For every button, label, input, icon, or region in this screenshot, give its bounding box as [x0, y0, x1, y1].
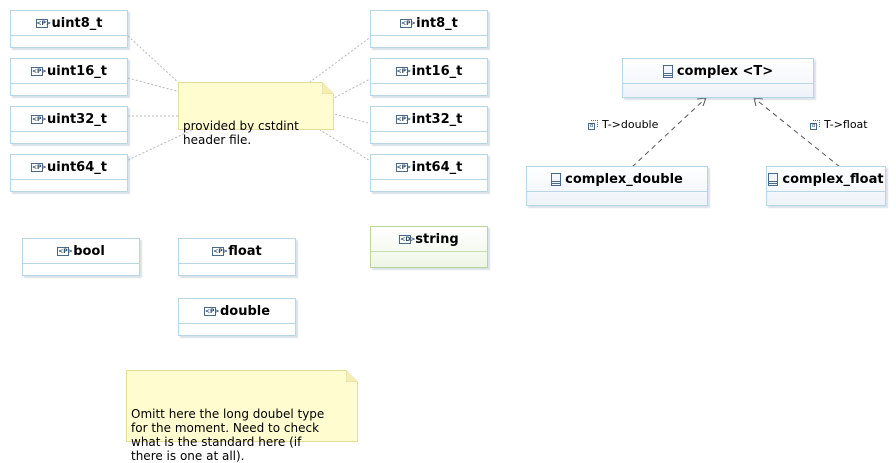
primitive-type-icon: <P>	[395, 162, 412, 172]
primitive-type-icon: <P>	[212, 246, 228, 256]
binding-label-float: B T->float	[810, 118, 868, 131]
binding-arrowhead-double	[696, 97, 707, 107]
note-long-double[interactable]: Omitt here the long doubel type for the …	[126, 370, 358, 463]
primitive-type-icon: <P>	[400, 18, 416, 28]
type-name: string	[415, 231, 459, 247]
primitive-int64[interactable]: <P>int64_t	[370, 154, 488, 192]
type-name: uint64_t	[47, 159, 107, 175]
primitive-type-icon: <P>	[31, 162, 47, 172]
type-name: uint8_t	[51, 15, 103, 31]
note-anchor-int8	[309, 35, 373, 83]
datatype-string[interactable]: <D>string	[370, 226, 488, 268]
primitive-uint64[interactable]: <P>uint64_t	[10, 154, 128, 192]
primitive-type-icon: <P>	[31, 114, 47, 124]
type-name: float	[228, 243, 262, 259]
primitive-int8[interactable]: <P>int8_t	[370, 10, 488, 48]
primitive-double[interactable]: <P>double	[178, 298, 296, 336]
primitive-type-icon: <P>	[203, 306, 220, 316]
binding-text: T->float	[824, 118, 868, 131]
note-anchor-uint16	[127, 77, 181, 93]
primitive-type-icon: <P>	[57, 246, 73, 256]
primitive-type-icon: <P>	[35, 18, 51, 28]
primitive-type-icon: <P>	[395, 114, 412, 124]
type-name: bool	[73, 243, 105, 259]
template-binding-icon: B	[588, 119, 598, 130]
note-anchor-uint8	[127, 35, 181, 85]
primitive-int32[interactable]: <P>int32_t	[370, 106, 488, 144]
type-name: int8_t	[416, 15, 458, 31]
class-name: complex <T>	[676, 63, 774, 79]
datatype-icon: <D>	[399, 234, 416, 244]
primitive-uint8[interactable]: <P>uint8_t	[10, 10, 128, 48]
note-text: Omitt here the long doubel type for the …	[131, 407, 325, 463]
class-complex-template[interactable]: complex <T>	[622, 58, 814, 98]
type-name: int16_t	[411, 63, 463, 79]
class-complex-float[interactable]: complex_float	[766, 166, 886, 206]
class-icon	[551, 172, 562, 186]
primitive-uint16[interactable]: <P>uint16_t	[10, 58, 128, 96]
primitive-type-icon: <P>	[31, 66, 47, 76]
type-name: uint32_t	[47, 111, 107, 127]
note-anchor-int16	[333, 77, 373, 99]
class-name: complex_float	[782, 171, 884, 187]
primitive-type-icon: <P>	[395, 66, 412, 76]
class-name: complex_double	[565, 171, 683, 187]
type-name: double	[219, 303, 271, 319]
binding-text: T->double	[602, 118, 659, 131]
type-name: int32_t	[411, 111, 463, 127]
note-cstdint[interactable]: provided by cstdint header file.	[178, 82, 334, 147]
class-icon	[768, 172, 779, 186]
primitive-uint32[interactable]: <P>uint32_t	[10, 106, 128, 144]
template-binding-icon: B	[810, 119, 820, 130]
class-complex-double[interactable]: complex_double	[526, 166, 708, 206]
primitive-float[interactable]: <P>float	[178, 238, 296, 276]
binding-line-float	[753, 97, 841, 168]
note-anchor-int32	[333, 113, 373, 125]
primitive-bool[interactable]: <P>bool	[22, 238, 140, 276]
binding-label-double: B T->double	[588, 118, 658, 131]
type-name: int64_t	[411, 159, 463, 175]
type-name: uint16_t	[47, 63, 107, 79]
binding-line-double	[631, 97, 707, 168]
note-fold-corner	[346, 370, 358, 382]
class-icon	[662, 64, 673, 78]
note-anchor-int64	[319, 129, 373, 163]
note-text: provided by cstdint header file.	[183, 119, 299, 147]
note-fold-corner	[322, 82, 334, 94]
binding-arrowhead-float	[753, 97, 764, 107]
primitive-int16[interactable]: <P>int16_t	[370, 58, 488, 96]
